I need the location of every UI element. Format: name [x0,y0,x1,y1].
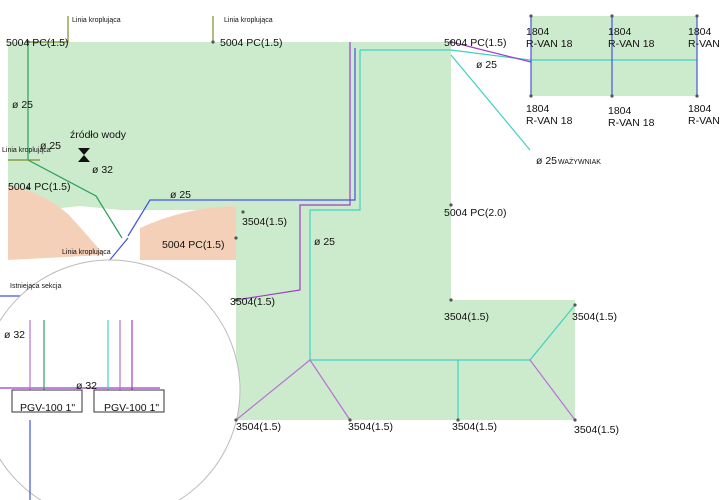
pipe-lilac-s3 [309,359,351,421]
rvan-label-n4: 1804 [526,103,550,115]
sprinkler-head-point [234,236,238,240]
sprinkler-head-point [529,94,533,98]
pipe-cyan-main [360,49,697,61]
head-label-s1: 3504(1.5) [242,216,287,228]
rvan-label-t3: R-VAN [688,38,720,50]
rvan-label-t6: R-VAN [688,115,720,127]
pipe-green-left [27,42,123,239]
pipe-blue-main [127,48,356,237]
sprinkler-head-point [695,14,699,18]
pipe-d25-f: ø 25 [536,155,557,167]
head-label-h3: 5004 PC(1.5) [444,37,506,49]
drip-label-bottom: Linia kroplująca [62,249,111,256]
pipe-d32-b: ø 32 [4,329,25,341]
head-label-h2: 5004 PC(1.5) [220,37,282,49]
head-label-h4: 5004 PC(1.5) [8,181,70,193]
pipe-d25-a: ø 25 [12,99,33,111]
sprinkler-head-point [241,210,245,214]
pipe-cyan-diag [450,54,531,151]
valve-label-1: PGV-100 1" [20,402,75,414]
pipe-lilac-s4 [529,359,576,421]
rvan-label-n5: 1804 [608,105,632,117]
pipe-d32-a: ø 32 [92,164,113,176]
wazywniak-label: WAŻYWNIAK [558,157,601,166]
lawn-main [8,42,451,200]
head-label-s2: 3504(1.5) [230,296,275,308]
zones [8,16,697,420]
pipe-d25-b: ø 25 [40,140,61,152]
sprinkler-head-point [449,40,453,44]
sprinkler-head-point [26,40,30,44]
head-label-h1: 5004 PC(1.5) [6,37,68,49]
rvan-label-t5: R-VAN 18 [608,117,655,129]
sprinkler-head-point [449,203,453,207]
sprinkler-head-point [573,303,577,307]
head-label-s6: 3504(1.5) [348,421,393,433]
drip-label-top2: Linia kroplująca [224,17,273,24]
pipe-olive-top [28,16,69,43]
lawn-lower [236,200,575,420]
rvan-label-t2: R-VAN 18 [608,38,655,50]
sprinkler-head-point [234,418,238,422]
pipe-lilac-s2 [235,359,311,421]
drip-label-left: Linia kroplująca [2,147,51,154]
pipe-d25-d: ø 25 [314,236,335,248]
patio-left [8,186,104,260]
water-source-label: źródło wody [70,129,127,141]
rvan-label-n3: 1804 [688,26,712,38]
existing-section-label: Istniejąca sekcja [10,283,61,290]
valve-box-1 [11,389,83,413]
sprinkler-head-point [456,418,460,422]
head-label-h5: 5004 PC(1.5) [162,239,224,251]
head-label-s7: 3504(1.5) [452,421,497,433]
sprinkler-head-point [610,14,614,18]
rvan-label-n2: 1804 [608,26,632,38]
pipe-purple-main [235,42,351,301]
sprinkler-head-point [449,298,453,302]
head-label-s8: 3504(1.5) [574,424,619,436]
head-label-s4: 3504(1.5) [572,311,617,323]
sprinkler-head-point [234,298,238,302]
sprinkler-head-point [529,14,533,18]
sprinkler-head-point [610,94,614,98]
rvan-label-t1: R-VAN 18 [526,38,573,50]
rvan-label-n1: 1804 [526,26,550,38]
sprinkler-head-point [573,418,577,422]
pipe-d32-c: ø 32 [76,380,97,392]
pipe-d25-c: ø 25 [170,189,191,201]
head-label-s3: 3504(1.5) [444,311,489,323]
valve-box-2 [93,389,165,413]
valve-label-2: PGV-100 1" [104,402,159,414]
rvan-label-n6: 1804 [688,103,712,115]
drip-label-top1: Linia kroplująca [72,17,121,24]
lawn-rvan [531,16,697,96]
sprinkler-head-point [695,94,699,98]
head-points [26,14,699,422]
sprinkler-head-point [348,418,352,422]
pipe-purple-rvan [450,41,532,63]
head-label-h6: 5004 PC(2.0) [444,207,506,219]
sprinkler-head-point [26,186,30,190]
pipe-d25-e: ø 25 [476,59,497,71]
valve-detail [0,259,241,500]
valve-icon [78,148,90,162]
rvan-label-t4: R-VAN 18 [526,115,573,127]
head-label-s5: 3504(1.5) [236,421,281,433]
sprinkler-head-point [211,40,215,44]
labels: Linia kroplująca Linia kroplująca Linia … [2,17,720,436]
